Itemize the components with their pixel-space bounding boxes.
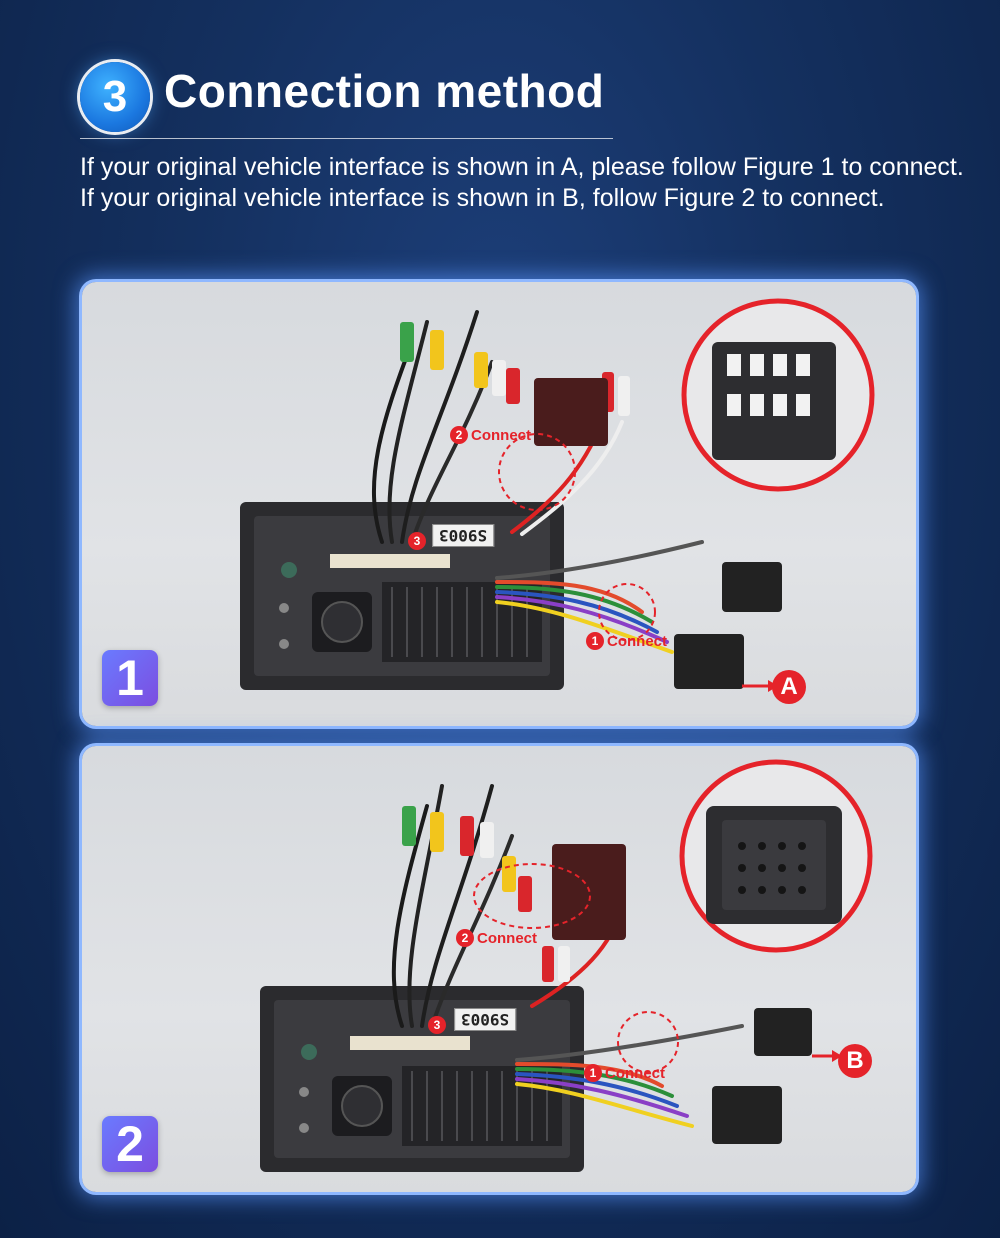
figure-2-photo [260, 759, 873, 1172]
instruction-line-b: If your original vehicle interface is sh… [80, 184, 885, 212]
connect-label-2: 2 Connect [450, 426, 531, 444]
header-divider [80, 138, 613, 139]
connect-text-1: Connect [607, 632, 667, 650]
figure-1-photo [240, 298, 875, 692]
connect-label-1: 1 Connect [584, 1064, 665, 1082]
figure-number-badge: 1 [102, 650, 158, 706]
instruction-line-a: If your original vehicle interface is sh… [80, 153, 964, 181]
connect-label-2: 2 Connect [456, 929, 537, 947]
connect-number-1: 1 [584, 1064, 602, 1082]
model-tag: S9003 [432, 524, 495, 547]
interface-letter-badge: A [772, 670, 806, 704]
figure-number-badge: 2 [102, 1116, 158, 1172]
connect-number-3: 3 [428, 1016, 446, 1034]
model-tag: S9003 [454, 1008, 517, 1031]
connect-number-2: 2 [450, 426, 468, 444]
section-header: 3 Connection method [80, 60, 620, 140]
connect-number-3: 3 [408, 532, 426, 550]
step-number-badge: 3 [80, 62, 150, 132]
connect-label-1: 1 Connect [586, 632, 667, 650]
figure-1-panel: 1 S9003 2 Connect 1 Connect 3 A [82, 282, 916, 726]
connect-text-2: Connect [471, 426, 531, 444]
figure-2-panel: 2 S9003 2 Connect 1 Connect 3 B [82, 746, 916, 1192]
interface-letter-badge: B [838, 1044, 872, 1078]
connect-text-1: Connect [605, 1064, 665, 1082]
instructions: If your original vehicle interface is sh… [80, 152, 995, 214]
connect-number-2: 2 [456, 929, 474, 947]
connect-number-1: 1 [586, 632, 604, 650]
connect-text-2: Connect [477, 929, 537, 947]
section-title: Connection method [164, 65, 605, 117]
